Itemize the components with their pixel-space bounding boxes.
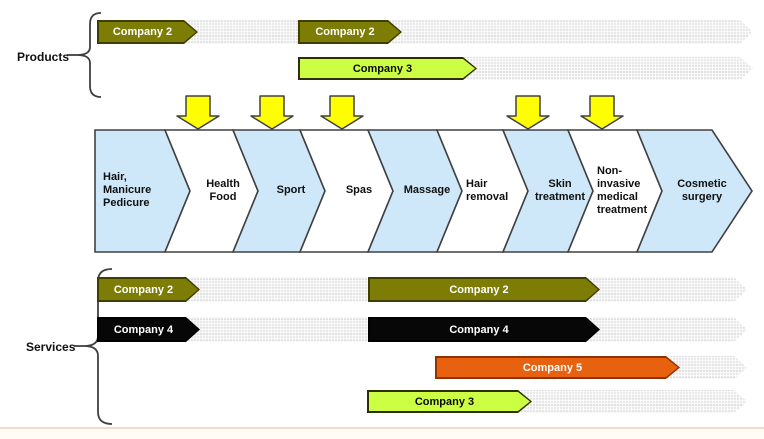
products-arrow-company2-b: Company 2 (298, 20, 402, 44)
segment-label-non-invasive-medical: Non- invasive medical treatment (597, 165, 648, 216)
services-arrow-company2-b: Company 2 (368, 277, 600, 302)
products-track-1 (97, 20, 753, 44)
arrow-label: Company 5 (522, 361, 583, 374)
products-arrow-company3: Company 3 (298, 57, 477, 80)
yellow-down-arrow (250, 95, 294, 130)
services-arrow-company5: Company 5 (435, 356, 680, 379)
yellow-down-arrow (320, 95, 364, 130)
services-arrow-company2-a: Company 2 (97, 277, 200, 302)
yellow-down-arrow (176, 95, 220, 130)
arrow-label: Company 3 (352, 62, 413, 75)
segment-cosmetic-surgery (635, 129, 753, 253)
arrow-label: Company 2 (113, 283, 174, 296)
services-label: Services (26, 340, 76, 354)
products-label: Products (17, 50, 70, 64)
products-brace (67, 12, 102, 98)
segment-label-skin-treatment: Skin treatment (534, 178, 586, 203)
services-arrow-company3: Company 3 (367, 390, 532, 413)
arrow-label: Company 2 (449, 283, 509, 296)
arrow-label: Company 3 (414, 395, 475, 408)
yellow-down-arrow (580, 95, 624, 130)
segment-label-health-food: Health Food (206, 178, 240, 203)
segment-label-cosmetic-surgery: Cosmetic surgery (677, 178, 727, 203)
services-brace (74, 268, 113, 425)
arrow-label: Company 4 (113, 323, 174, 336)
segment-label-hair-manicure-pedicure: Hair, Manicure Pedicure (103, 171, 152, 209)
arrow-label: Company 4 (449, 323, 509, 336)
arrow-label: Company 2 (112, 26, 173, 38)
yellow-down-arrow (506, 95, 550, 130)
services-arrow-company4-b: Company 4 (368, 317, 600, 342)
services-arrow-company4-a: Company 4 (97, 317, 200, 342)
products-arrow-company2-a: Company 2 (97, 20, 198, 44)
bottom-strip (0, 429, 764, 439)
bottom-accent-line (0, 427, 764, 429)
segment-label-sport: Sport (276, 184, 306, 196)
segment-label-hair-removal: Hair removal (466, 178, 509, 203)
segment-label-spas: Spas (345, 184, 373, 196)
value-chain-band (94, 129, 753, 253)
arrow-label: Company 2 (315, 26, 375, 38)
segment-label-massage: Massage (403, 184, 451, 196)
